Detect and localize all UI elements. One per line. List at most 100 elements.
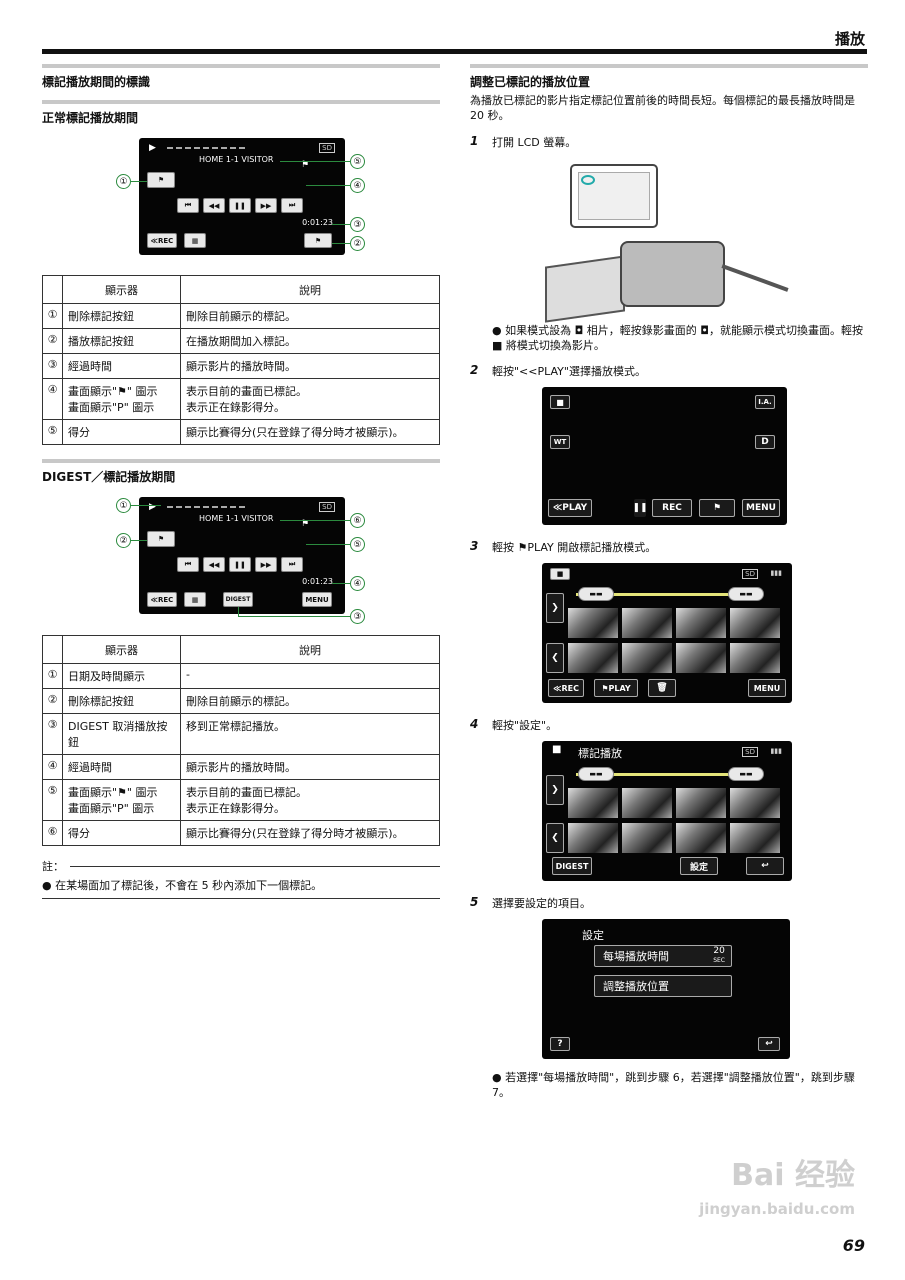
mark-play-button[interactable]: ⚑PLAY	[594, 679, 638, 698]
rec-button[interactable]: REC	[652, 499, 692, 518]
menu-button[interactable]: MENU	[748, 679, 786, 698]
trash-icon[interactable]: 🗑	[648, 679, 676, 698]
camera-lcd-panel	[545, 255, 625, 323]
wt-icon[interactable]: WT	[550, 435, 570, 450]
intro-text: 為播放已標記的影片指定標記位置前後的時間長短。每個標記的最長播放時間是 20 秒…	[470, 94, 855, 122]
thumbnail[interactable]	[622, 608, 672, 639]
thumbnail[interactable]	[568, 788, 618, 819]
thumbnail[interactable]	[730, 823, 780, 854]
forward-button[interactable]: ▶▶	[255, 198, 277, 213]
lcd-screen	[578, 171, 650, 220]
baidu-watermark: Bai 经验	[731, 1158, 855, 1193]
rec-button[interactable]: ≪REC	[548, 679, 584, 698]
sd-icon: SD	[742, 747, 758, 758]
callout-5: ⑤	[350, 537, 365, 552]
timeline-bar	[576, 773, 756, 777]
mark-button[interactable]: ⚑	[699, 499, 735, 518]
thumbnail[interactable]	[676, 643, 726, 674]
delete-mark-button[interactable]: ⚑	[147, 172, 175, 188]
elapsed-time: 0:01:23	[302, 218, 333, 227]
skip-back-button[interactable]: ⏮	[177, 198, 199, 213]
next-page-button[interactable]: ❯	[546, 775, 564, 806]
thumbnail[interactable]	[622, 823, 672, 854]
thumbnail[interactable]	[676, 788, 726, 819]
d-icon[interactable]: D	[755, 435, 775, 450]
callout-line	[280, 520, 350, 521]
video-mode-icon: ■	[550, 568, 570, 581]
rewind-button[interactable]: ◀◀	[203, 557, 225, 572]
next-page-button[interactable]: ❯	[546, 593, 564, 624]
thumbnail[interactable]	[730, 788, 780, 819]
heading-normal-playback: 正常標記播放期間	[42, 111, 139, 125]
heading-mark-icons: 標記播放期間的標識	[42, 75, 151, 89]
thumbnail[interactable]	[568, 608, 618, 639]
ia-icon[interactable]: I.A.	[755, 395, 775, 410]
thumbnail[interactable]	[730, 608, 780, 639]
pause-button[interactable]: ❚❚	[229, 198, 251, 213]
camera-strap	[721, 263, 789, 292]
battery-icon: ▮▮▮	[770, 569, 782, 578]
back-icon[interactable]: ↩	[758, 1037, 780, 1052]
rec-button[interactable]: ≪REC	[147, 592, 177, 607]
rewind-button[interactable]: ◀◀	[203, 198, 225, 213]
sd-icon: SD	[742, 569, 758, 580]
score-label: HOME 1-1 VISITOR	[199, 155, 274, 164]
thumbnail[interactable]	[568, 823, 618, 854]
battery-icon: ▮▮▮	[770, 747, 782, 756]
thumbnail[interactable]	[568, 643, 618, 674]
skip-forward-button[interactable]: ⏭	[281, 557, 303, 572]
help-button[interactable]: ?	[550, 1037, 570, 1052]
lcd-zoom-callout	[570, 163, 658, 228]
forward-button[interactable]: ▶▶	[255, 557, 277, 572]
prev-page-button[interactable]: ❮	[546, 643, 564, 674]
adjust-position-item[interactable]: 調整播放位置	[594, 975, 732, 998]
back-icon[interactable]: ↩	[746, 857, 784, 876]
skip-back-button[interactable]: ⏮	[177, 557, 199, 572]
menu-button[interactable]: MENU	[742, 499, 780, 518]
delete-mark-button[interactable]: ⚑	[147, 531, 175, 547]
settings-button[interactable]: 設定	[680, 857, 718, 876]
callout-line	[131, 181, 147, 182]
column-header-description: 說明	[180, 635, 440, 664]
menu-button[interactable]: MENU	[302, 592, 332, 607]
callout-4: ④	[350, 576, 365, 591]
callout-1: ①	[116, 174, 131, 189]
add-mark-button[interactable]: ⚑	[304, 233, 332, 248]
pause-button[interactable]: ❚❚	[229, 557, 251, 572]
digest-cancel-button[interactable]: DIGEST	[223, 592, 253, 607]
prev-page-button[interactable]: ❮	[546, 823, 564, 854]
elapsed-time: 0:01:23	[302, 577, 333, 586]
note-item: ● 在某場面加了標記後，不會在 5 秒內添加下一個標記。	[42, 877, 440, 899]
thumbnail[interactable]	[676, 823, 726, 854]
grid-button[interactable]: ▦	[184, 233, 206, 248]
date-pill: ▬▬	[578, 587, 614, 602]
callout-4: ④	[350, 178, 365, 193]
video-mode-icon[interactable]: ■	[550, 395, 570, 410]
index-screen: ■ SD ▮▮▮ ▬▬ ▬▬ ❯ ❮ ≪REC ⚑PLAY 🗑 MENU	[542, 563, 792, 704]
note-label: 註：	[42, 860, 64, 873]
grid-button[interactable]: ▦	[184, 592, 206, 607]
thumbnail[interactable]	[622, 643, 672, 674]
skip-forward-button[interactable]: ⏭	[281, 198, 303, 213]
play-mode-button[interactable]: ≪PLAY	[548, 499, 592, 518]
callout-line	[280, 161, 350, 162]
rec-button[interactable]: ≪REC	[147, 233, 177, 248]
thumbnail[interactable]	[676, 608, 726, 639]
score-label: HOME 1-1 VISITOR	[199, 514, 274, 523]
callout-line	[238, 616, 350, 617]
thumbnail[interactable]	[622, 788, 672, 819]
digest-button[interactable]: DIGEST	[552, 857, 592, 876]
callout-1: ①	[116, 498, 131, 513]
thumbnail[interactable]	[730, 643, 780, 674]
